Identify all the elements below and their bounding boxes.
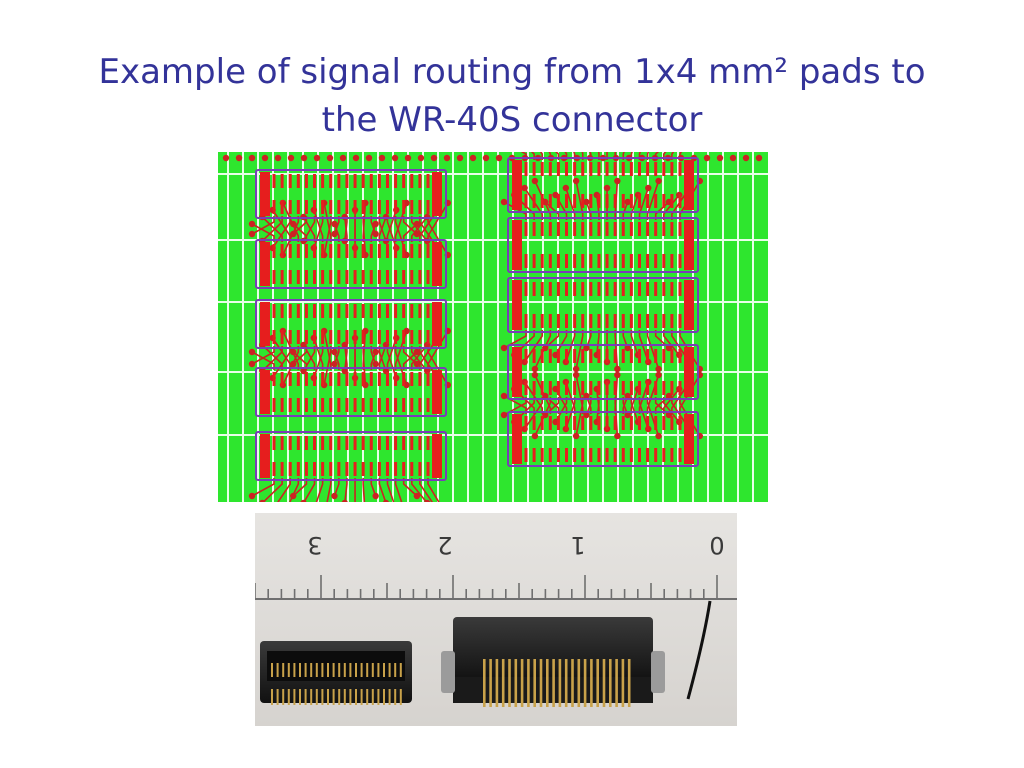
pcb-layout-svg [218,152,768,502]
title-line-1: Example of signal routing from 1x4 mm² p… [98,52,926,92]
ruler-label-0: 0 [709,531,724,559]
connector-photo-image: 3 2 1 0 [255,513,737,726]
ruler-label-2: 2 [437,531,452,559]
connector-photo-svg: 3 2 1 0 [255,513,737,726]
ruler-label-1: 1 [570,531,585,559]
ruler-label-3: 3 [307,531,322,559]
small-connector [260,641,412,705]
ruler-ticks [255,575,718,599]
pcb-layout-image [218,152,768,502]
slide-title: Example of signal routing from 1x4 mm² p… [40,48,984,144]
wire [686,600,712,700]
large-connector [441,617,665,707]
title-line-2: the WR-40S connector [321,100,703,140]
